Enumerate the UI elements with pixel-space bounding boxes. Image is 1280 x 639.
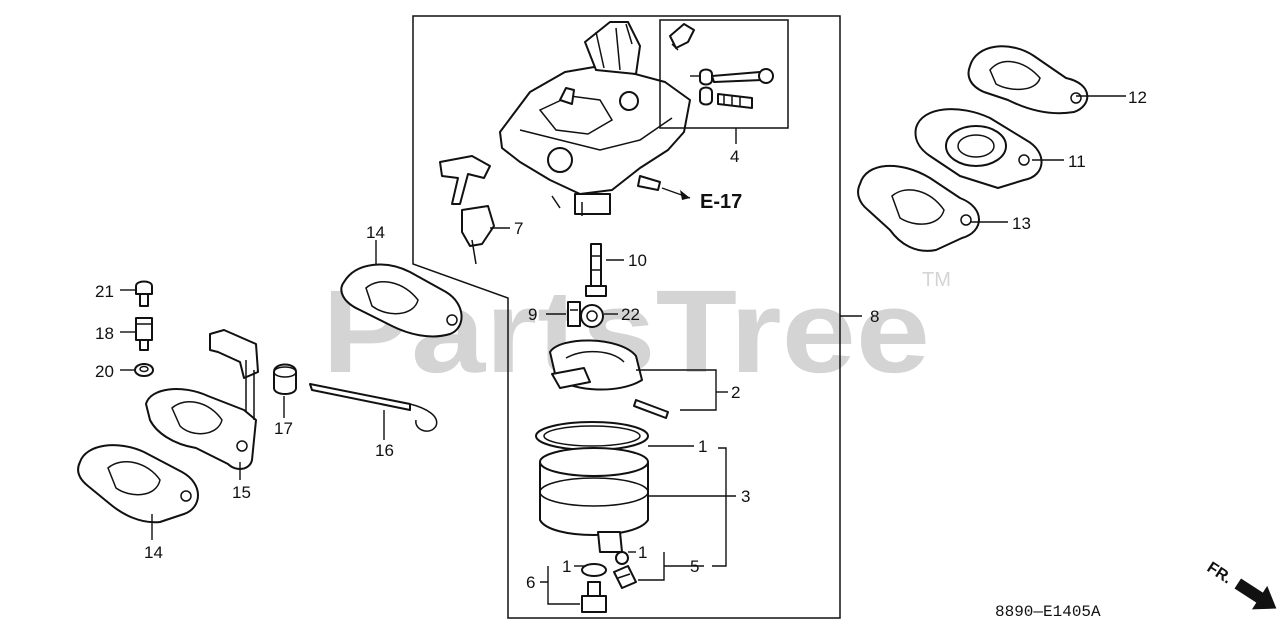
- drawing-code: 8890—E1405A: [995, 603, 1101, 621]
- callout-21: 21: [95, 282, 114, 301]
- callout-22: 22: [621, 305, 640, 324]
- pilot-screw-set[interactable]: [659, 19, 789, 129]
- callout-3: 3: [741, 487, 750, 506]
- ref-arrow: [680, 190, 690, 200]
- callout-1b: 1: [638, 543, 647, 562]
- callout-14a: 14: [366, 223, 385, 242]
- heat-shield-plate[interactable]: [145, 329, 259, 470]
- leader-lines: [120, 75, 1126, 605]
- callout-9: 9: [528, 305, 537, 324]
- callout-15: 15: [232, 483, 251, 502]
- carburetor-body[interactable]: [499, 21, 691, 216]
- callout-1c: 1: [562, 557, 571, 576]
- float-bowl[interactable]: [539, 447, 649, 553]
- callout-1a: 1: [698, 437, 707, 456]
- rod[interactable]: [309, 383, 438, 432]
- spacer-18[interactable]: [135, 317, 153, 351]
- drain-screw[interactable]: [613, 551, 637, 589]
- direction-arrow-icon: [1234, 578, 1277, 610]
- callout-6: 6: [526, 573, 535, 592]
- gasket-upper[interactable]: [340, 263, 463, 338]
- insulator[interactable]: [914, 108, 1043, 189]
- main-jet[interactable]: [585, 243, 607, 297]
- watermark-trademark: TM: [922, 269, 951, 291]
- callout-16: 16: [375, 441, 394, 460]
- carburetor-gasket[interactable]: [967, 45, 1089, 115]
- callout-14b: 14: [144, 543, 163, 562]
- needle-valve[interactable]: [567, 301, 581, 327]
- callout-11: 11: [1068, 152, 1086, 171]
- callout-10: 10: [628, 251, 647, 270]
- callout-2: 2: [731, 383, 740, 402]
- callout-20: 20: [95, 362, 114, 381]
- bowl-bolt[interactable]: [581, 563, 607, 613]
- front-direction-indicator: FR.: [1204, 559, 1277, 610]
- callout-12: 12: [1128, 88, 1147, 107]
- ref-label: E-17: [700, 191, 742, 213]
- gasket-lower[interactable]: [77, 444, 199, 524]
- callout-13: 13: [1012, 214, 1031, 233]
- callout-5: 5: [690, 557, 699, 576]
- assembly-frame: [412, 15, 841, 619]
- washer-20[interactable]: [134, 363, 154, 377]
- callout-7: 7: [514, 219, 523, 238]
- float[interactable]: [549, 339, 669, 419]
- needle-seat[interactable]: [580, 304, 604, 328]
- choke-lever[interactable]: [439, 155, 495, 265]
- callout-labels: 4 7 10 9 22 8 2 1 3 1 5 1 6 12 11 13 14 …: [95, 88, 1147, 592]
- cap[interactable]: [273, 363, 297, 395]
- direction-label: FR.: [1204, 559, 1235, 587]
- insulator-gasket[interactable]: [857, 165, 980, 252]
- callout-18: 18: [95, 324, 114, 343]
- screw-21[interactable]: [135, 280, 153, 307]
- callout-8: 8: [870, 307, 879, 326]
- callout-4: 4: [730, 147, 739, 166]
- callout-17: 17: [274, 419, 293, 438]
- float-bowl-gasket[interactable]: [535, 421, 649, 451]
